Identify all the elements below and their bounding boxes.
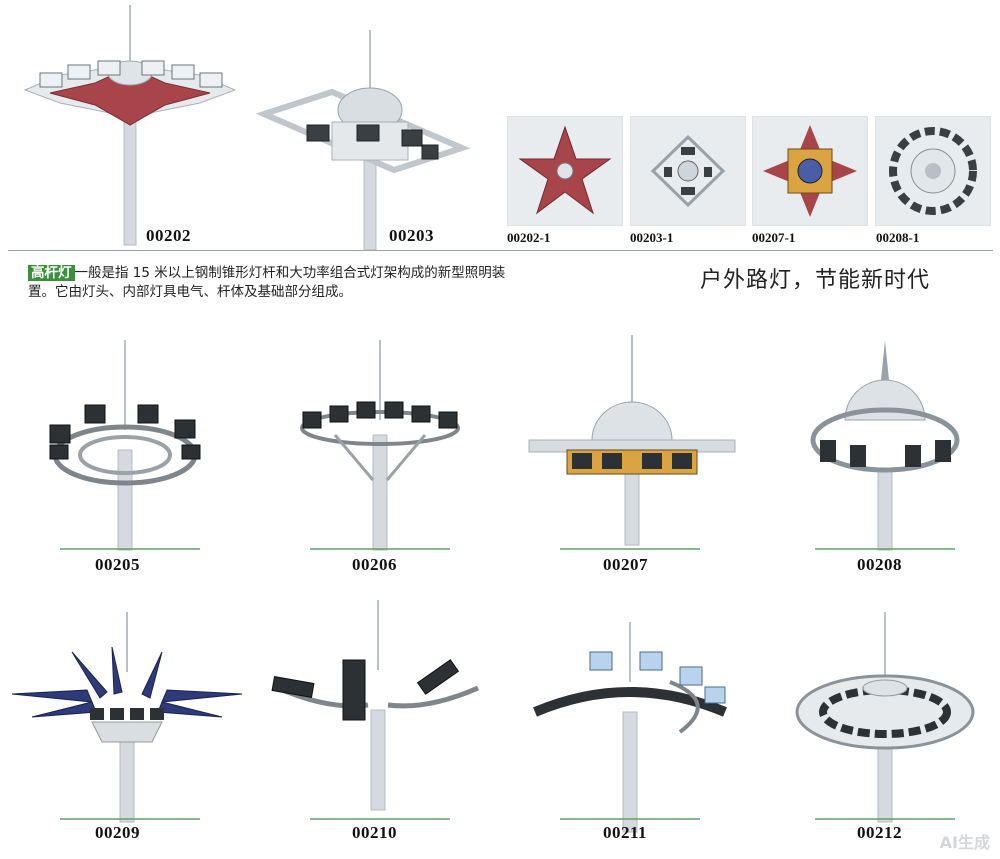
ground-line — [815, 548, 955, 550]
lamp-illustration-00211 — [533, 622, 727, 833]
product-code: 00210 — [352, 823, 397, 842]
intro-tag: 高杆灯 — [28, 265, 75, 281]
ground-line — [60, 548, 200, 550]
product-code: 00203 — [389, 226, 434, 245]
product-code: 00206 — [352, 555, 397, 574]
ground-line — [815, 818, 955, 820]
thumbnail-00208-1 — [875, 116, 991, 226]
ground-line — [310, 548, 450, 550]
ground-line — [310, 818, 450, 820]
intro-paragraph: 高杆灯一般是指 15 米以上钢制锥形灯杆和大功率组合式灯架构成的新型照明装置。它… — [28, 264, 506, 302]
thumbnail-00202-1 — [507, 116, 623, 226]
thumbnail-00207-1 — [752, 116, 868, 226]
product-code: 00209 — [95, 823, 140, 842]
product-code: 00208 — [857, 555, 902, 574]
lamp-illustration-00208 — [810, 340, 960, 551]
product-code: 00207 — [603, 555, 648, 574]
lamp-illustration-00206 — [300, 340, 460, 551]
lamp-illustration-00207 — [528, 335, 736, 546]
ground-line — [560, 548, 700, 550]
lamp-illustration-00205 — [49, 340, 201, 551]
lamp-illustration-00202 — [23, 5, 237, 246]
lamp-illustration-00203 — [255, 30, 471, 251]
watermark: AI生成 — [939, 833, 990, 852]
thumbnail-00203-1 — [630, 116, 746, 226]
product-code: 00205 — [95, 555, 140, 574]
product-code: 00202 — [146, 226, 191, 245]
lamp-illustration-00210 — [271, 600, 480, 811]
ground-line — [60, 818, 200, 820]
lamp-illustration-00209 — [11, 612, 243, 823]
product-code: 00211 — [603, 823, 648, 842]
thumbnail-code: 00203-1 — [630, 230, 674, 245]
slogan: 户外路灯，节能新时代 — [700, 268, 931, 293]
lamp-illustration-00212 — [795, 612, 975, 823]
divider — [8, 250, 993, 251]
ground-line — [560, 818, 700, 820]
intro-text: 一般是指 15 米以上钢制锥形灯杆和大功率组合式灯架构成的新型照明装置。它由灯头… — [28, 265, 506, 300]
thumbnail-code: 00207-1 — [752, 230, 796, 245]
thumbnail-code: 00202-1 — [507, 230, 551, 245]
thumbnail-code: 00208-1 — [876, 230, 920, 245]
product-code: 00212 — [857, 823, 902, 842]
